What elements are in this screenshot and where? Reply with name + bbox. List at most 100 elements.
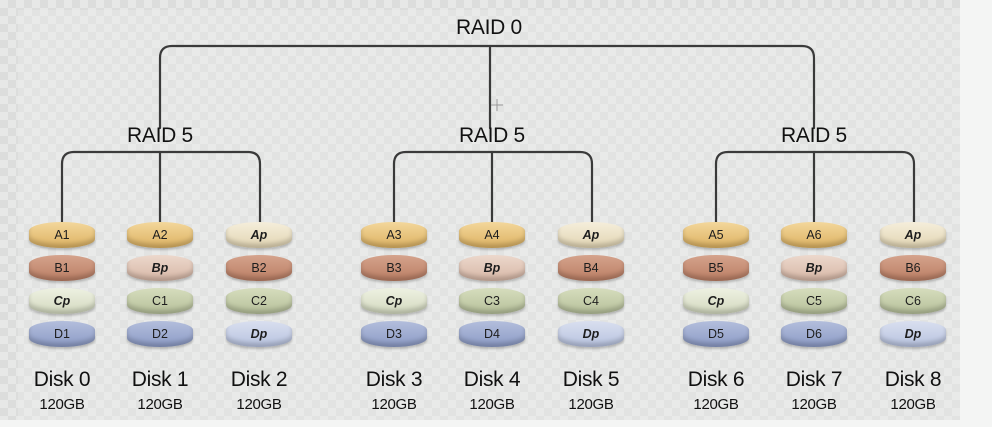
block-a2 [127,222,193,248]
block-b3 [361,255,427,281]
disk-name: Disk 3 [365,368,423,391]
block-d3 [361,321,427,347]
block-a5 [683,222,749,248]
block-b5 [683,255,749,281]
block-label: D2 [152,327,168,341]
disk-1: A2 Bp C1 D2 [127,220,193,352]
block-label: C1 [152,294,168,308]
block-label: Cp [385,294,403,308]
block-c1 [127,288,193,314]
block-label: D4 [484,327,500,341]
disk-3: A3 B3 Cp D3 [361,220,427,352]
block-c5 [781,288,847,314]
raid0-label: RAID 0 [456,16,522,39]
disk-name: Disk 5 [562,368,620,391]
parity-block-d [880,321,946,347]
block-c3 [459,288,525,314]
block-label: Ap [250,228,268,242]
block-label: B3 [386,261,402,275]
block-a6 [781,222,847,248]
block-label: A4 [484,228,500,242]
disk-size: 120GB [568,396,614,413]
parity-block-a [880,222,946,248]
block-label: Cp [707,294,725,308]
block-d6 [781,321,847,347]
disk-size: 120GB [469,396,515,413]
block-d2 [127,321,193,347]
block-label: C5 [806,294,822,308]
block-label: C2 [251,294,267,308]
disk-7: A6 Bp C5 D6 [781,220,847,352]
block-label: Bp [805,261,823,275]
block-d5 [683,321,749,347]
block-label: B4 [583,261,599,275]
block-label: Bp [151,261,169,275]
block-label: A5 [708,228,724,242]
block-a1 [29,222,95,248]
right-margin [960,0,992,427]
parity-block-d [226,321,292,347]
block-label: Dp [904,327,922,341]
disk-name: Disk 4 [463,368,521,391]
block-label: A3 [386,228,402,242]
parity-block-c [683,288,749,314]
disk-name: Disk 1 [131,368,189,391]
block-label: B2 [251,261,267,275]
block-b2 [226,255,292,281]
block-label: A2 [152,228,168,242]
disk-6: A5 B5 Cp D5 [683,220,749,352]
block-label: D6 [806,327,822,341]
block-c2 [226,288,292,314]
block-label: Cp [53,294,71,308]
disk-2: Ap B2 C2 Dp [226,220,292,352]
block-label: Ap [582,228,600,242]
disk-name: Disk 8 [884,368,942,391]
block-label: D1 [54,327,70,341]
disk-name: Disk 6 [687,368,745,391]
disk-8: Ap B6 C6 Dp [880,220,946,352]
disk-size: 120GB [890,396,936,413]
parity-block-b [459,255,525,281]
cursor-crosshair-icon [491,99,503,111]
block-label: C6 [905,294,921,308]
block-label: Dp [582,327,600,341]
block-d1 [29,321,95,347]
block-c4 [558,288,624,314]
block-label: B5 [708,261,724,275]
disk-5: Ap B4 C4 Dp [558,220,624,352]
disk-size: 120GB [39,396,85,413]
block-label: C3 [484,294,500,308]
parity-block-c [361,288,427,314]
block-b4 [558,255,624,281]
block-b6 [880,255,946,281]
parity-block-a [226,222,292,248]
disk-name: Disk 7 [785,368,843,391]
block-a3 [361,222,427,248]
raid5-label-3: RAID 5 [781,124,847,147]
block-label: A1 [54,228,70,242]
bottom-margin [0,420,992,427]
block-b1 [29,255,95,281]
parity-block-b [127,255,193,281]
block-label: Ap [904,228,922,242]
block-label: D3 [386,327,402,341]
disk-4: A4 Bp C3 D4 [459,220,525,352]
disk-size: 120GB [371,396,417,413]
parity-block-b [781,255,847,281]
block-label: D5 [708,327,724,341]
parity-block-a [558,222,624,248]
block-label: Dp [250,327,268,341]
block-label: B1 [54,261,70,275]
block-a4 [459,222,525,248]
parity-block-c [29,288,95,314]
disk-name: Disk 2 [230,368,288,391]
raid5-label-1: RAID 5 [127,124,193,147]
block-label: Bp [483,261,501,275]
block-label: C4 [583,294,599,308]
block-d4 [459,321,525,347]
block-label: A6 [806,228,822,242]
disk-size: 120GB [693,396,739,413]
block-label: B6 [905,261,921,275]
